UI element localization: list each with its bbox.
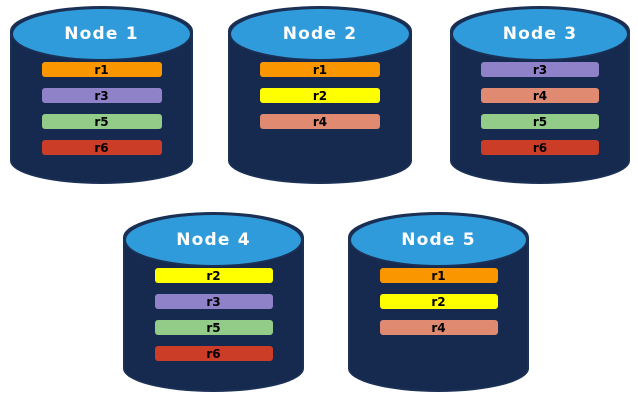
replica-bar-r1[interactable]: r1 xyxy=(260,62,380,77)
database-node-1[interactable]: Node 1 r1 r3 r5 r6 xyxy=(10,6,193,184)
database-node-3[interactable]: Node 3 r3 r4 r5 r6 xyxy=(450,6,630,184)
replica-bar-r4[interactable]: r4 xyxy=(379,320,498,335)
replica-label: r4 xyxy=(431,320,446,335)
cylinder-top-icon: Node 3 xyxy=(451,7,629,61)
replica-list: r1 r2 r4 xyxy=(348,268,529,346)
replica-bar-r3[interactable]: r3 xyxy=(481,62,599,77)
replica-label: r1 xyxy=(431,268,446,283)
replica-bar-r6[interactable]: r6 xyxy=(154,346,273,361)
replica-label: r3 xyxy=(94,88,109,103)
replica-label: r1 xyxy=(312,62,328,77)
replica-list: r3 r4 r5 r6 xyxy=(450,62,630,166)
replica-list: r1 r3 r5 r6 xyxy=(10,62,193,166)
database-node-2[interactable]: Node 2 r1 r2 r4 xyxy=(228,6,412,184)
replica-bar-r3[interactable]: r3 xyxy=(41,88,162,103)
replica-label: r1 xyxy=(94,62,109,77)
replica-bar-r4[interactable]: r4 xyxy=(260,114,380,129)
replica-label: r5 xyxy=(532,114,548,129)
replica-bar-r1[interactable]: r1 xyxy=(41,62,162,77)
cylinder-top-icon: Node 5 xyxy=(349,213,528,267)
node-label: Node 2 xyxy=(282,23,358,44)
replica-bar-r4[interactable]: r4 xyxy=(481,88,599,103)
replica-bar-r2[interactable]: r2 xyxy=(260,88,380,103)
replica-bar-r3[interactable]: r3 xyxy=(154,294,273,309)
replica-label: r5 xyxy=(94,114,109,129)
replica-label: r2 xyxy=(431,294,446,309)
replica-label: r2 xyxy=(312,88,328,103)
node-label: Node 1 xyxy=(64,23,139,44)
replica-bar-r6[interactable]: r6 xyxy=(41,140,162,155)
node-label: Node 4 xyxy=(176,229,251,250)
cylinder-top-icon: Node 2 xyxy=(229,7,411,61)
node-label: Node 3 xyxy=(502,23,578,44)
replica-bar-r5[interactable]: r5 xyxy=(154,320,273,335)
replica-bar-r5[interactable]: r5 xyxy=(41,114,162,129)
cylinder-top-icon: Node 1 xyxy=(11,7,192,61)
replica-label: r3 xyxy=(532,62,548,77)
replica-bar-r2[interactable]: r2 xyxy=(379,294,498,309)
database-node-5[interactable]: Node 5 r1 r2 r4 xyxy=(348,212,529,392)
replica-label: r5 xyxy=(206,320,221,335)
replica-label: r3 xyxy=(206,294,221,309)
replica-label: r2 xyxy=(206,268,221,283)
replica-list: r2 r3 r5 r6 xyxy=(123,268,304,372)
replica-bar-r2[interactable]: r2 xyxy=(154,268,273,283)
cylinder-top-icon: Node 4 xyxy=(124,213,303,267)
replica-bar-r5[interactable]: r5 xyxy=(481,114,599,129)
replica-label: r6 xyxy=(532,140,548,155)
replica-bar-r6[interactable]: r6 xyxy=(481,140,599,155)
replica-label: r6 xyxy=(206,346,221,361)
replica-label: r4 xyxy=(312,114,328,129)
replica-label: r6 xyxy=(94,140,109,155)
replica-bar-r1[interactable]: r1 xyxy=(379,268,498,283)
node-label: Node 5 xyxy=(401,229,476,250)
replica-label: r4 xyxy=(532,88,548,103)
database-node-4[interactable]: Node 4 r2 r3 r5 r6 xyxy=(123,212,304,392)
replica-list: r1 r2 r4 xyxy=(228,62,412,140)
